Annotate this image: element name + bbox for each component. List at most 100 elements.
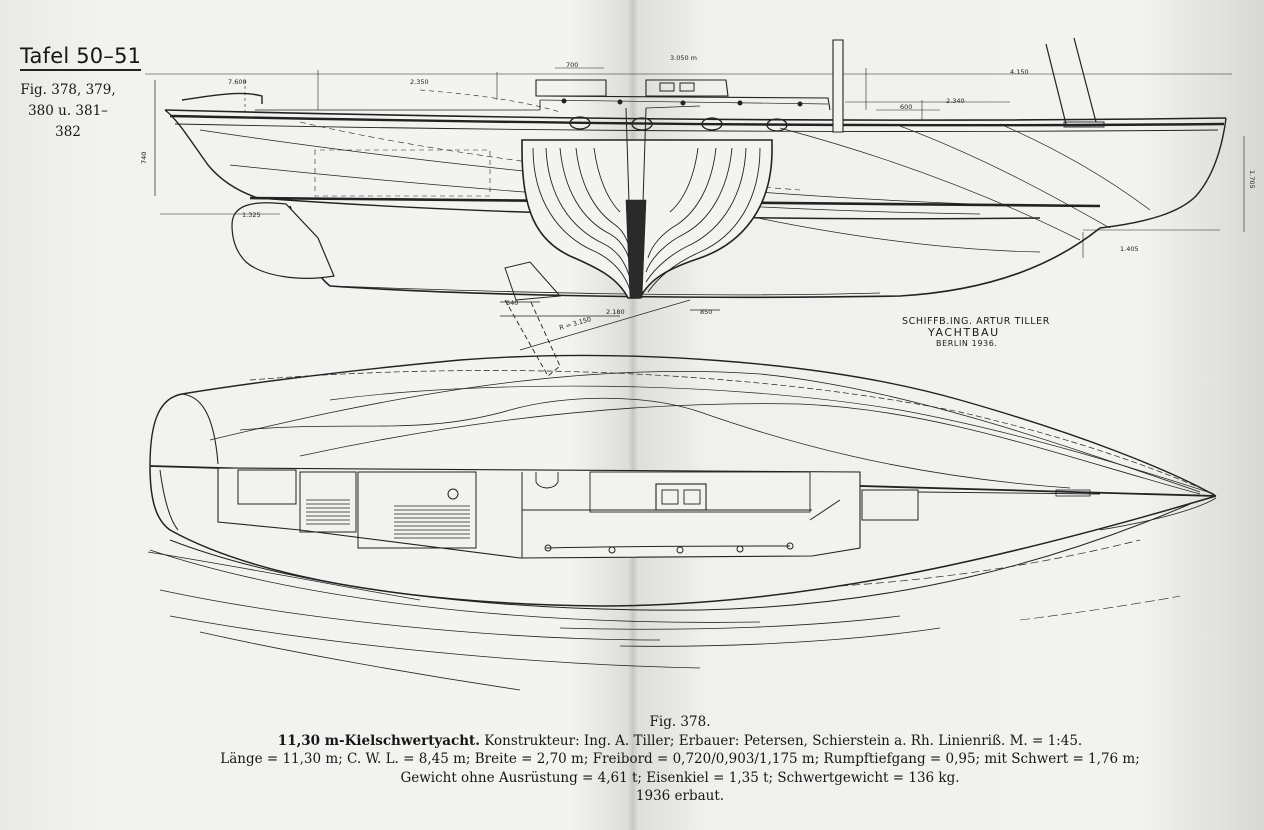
handrail-stanchion-2 [608, 546, 616, 554]
cockpit-grating-2 [394, 505, 470, 539]
figure-references: Fig. 378, 379, 380 u. 381–382 [18, 80, 118, 143]
handrail-stanchion-1 [544, 544, 552, 552]
waterline-upper-3 [299, 403, 1201, 495]
dim-label-7: 2.340 [946, 97, 965, 105]
dim-label-10: 1.405 [1120, 245, 1139, 253]
waterline-upper-2 [209, 370, 1201, 493]
caption-title: 11,30 m-Kielschwertyacht. [277, 732, 480, 749]
cockpit-well-plan [357, 471, 477, 549]
cockpit-well-dashed [314, 149, 491, 197]
lower-curve-5 [559, 615, 901, 630]
bow-lower-curve [1099, 497, 1217, 531]
deck-fitting-4 [737, 100, 743, 106]
tiller [181, 92, 263, 104]
page-fold [628, 0, 638, 830]
cockpit-grating-1 [306, 499, 350, 525]
section-fwd-3 [645, 147, 733, 273]
signature-line3: BERLIN 1936. [936, 339, 998, 348]
skylight-plan-window-2 [683, 489, 701, 505]
deck-camber-dashed [419, 89, 561, 113]
lower-curve-2 [159, 589, 661, 641]
caption-line1: 11,30 m-Kielschwertyacht. Konstrukteur: … [180, 732, 1180, 751]
dim-label-2: 2.350 [410, 78, 429, 86]
rubbing-strake [174, 123, 1219, 132]
forestay-1 [1045, 43, 1067, 125]
side-profile [145, 37, 1245, 377]
cockpit-drain [447, 488, 459, 500]
section-fwd-2 [645, 147, 747, 283]
signature-line1: SCHIFFB.ING. ARTUR TILLER [902, 316, 1050, 327]
dim-label-14: R = 3.150 [558, 315, 592, 332]
dim-label-5: 4.150 [1010, 68, 1029, 76]
diagonal-upper-2 [329, 385, 1215, 495]
handrail-stanchion-4 [736, 545, 744, 553]
skylight-window-1 [659, 82, 675, 92]
figure-caption: Fig. 378. 11,30 m-Kielschwertyacht. Kons… [180, 713, 1180, 806]
rudder [231, 202, 335, 279]
dim-label-4: 700 [566, 61, 578, 69]
dim-label-1: 7.600 [228, 78, 247, 86]
companionway [535, 472, 559, 489]
figure-references-line1: Fig. 378, 379, [20, 82, 116, 98]
mast-stump [832, 39, 844, 133]
caption-line2: Länge = 11,30 m; C. W. L. = 8,45 m; Brei… [220, 751, 1140, 767]
porthole-3 [701, 117, 723, 131]
skylight-plan-window-1 [661, 489, 679, 505]
plate-title: Tafel 50–51 [20, 44, 142, 71]
figure-references-line2: 380 u. 381–382 [28, 103, 108, 140]
handrail-stanchion-5 [786, 542, 794, 550]
lower-curve-4 [199, 631, 521, 691]
caption-line4: 1936 erbaut. [635, 788, 725, 804]
keel-line-inner [329, 285, 881, 296]
dim-label-6: 600 [900, 103, 912, 111]
centerboard-radius-line [519, 299, 691, 351]
buttock-3 [999, 123, 1151, 211]
foredeck-hatch [861, 489, 919, 521]
forestay-2 [1073, 37, 1097, 123]
stern-counter [164, 109, 259, 199]
dim-label-15: 1.705 [1248, 170, 1256, 189]
bow-stem [1099, 117, 1227, 229]
skylight-plan [655, 483, 707, 511]
cockpit-aft-box [299, 471, 357, 533]
waterline-upper-1 [239, 397, 1071, 489]
waterline-lower-1 [169, 503, 1191, 611]
lower-dashed-2 [1019, 595, 1181, 621]
dim-label-8: 740 [140, 152, 148, 164]
caption-line3: Gewicht ohne Ausrüstung = 4,61 t; Eisenk… [400, 769, 960, 786]
section-fwd-4 [647, 147, 717, 259]
signature-line2: YACHTBAU [928, 326, 1000, 339]
body-plan [521, 105, 773, 299]
lower-curve-1 [147, 551, 421, 601]
centerboard-lowered [504, 299, 561, 377]
deck-fitting-1 [561, 98, 567, 104]
lower-curve-6 [619, 627, 941, 647]
deck-fitting-5 [797, 101, 803, 107]
cabin-roof [535, 95, 831, 111]
deck-line-lower [149, 465, 1217, 607]
hatch-aft [535, 79, 607, 97]
buttock-2 [899, 125, 1111, 229]
skylight [645, 79, 729, 97]
buttock-4 [719, 209, 1041, 253]
caption-fig-label: Fig. 378. [649, 714, 711, 730]
diagonal-upper-dashed [249, 370, 1215, 495]
porthole-1 [569, 116, 591, 130]
lower-curve-dashed [839, 539, 1141, 587]
section-aft-2 [545, 147, 632, 283]
transom-upper [181, 393, 219, 465]
keel-section [625, 199, 647, 299]
transom-lower [159, 469, 179, 531]
waterline-lower-2 [149, 549, 761, 623]
section-fwd-1 [647, 147, 761, 293]
caption-line1-rest: Konstrukteur: Ing. A. Tiller; Erbauer: P… [480, 732, 1083, 749]
dim-label-11: 2.180 [606, 308, 625, 316]
porthole-4 [766, 118, 788, 132]
porthole-2 [631, 117, 653, 131]
designer-signature: SCHIFFB.ING. ARTUR TILLER YACHTBAU BERLI… [902, 316, 1050, 349]
section-aft-1 [532, 147, 631, 291]
sheer-line [164, 109, 1227, 121]
section-fwd-5 [669, 147, 699, 213]
dim-label-12: 850 [700, 308, 712, 316]
